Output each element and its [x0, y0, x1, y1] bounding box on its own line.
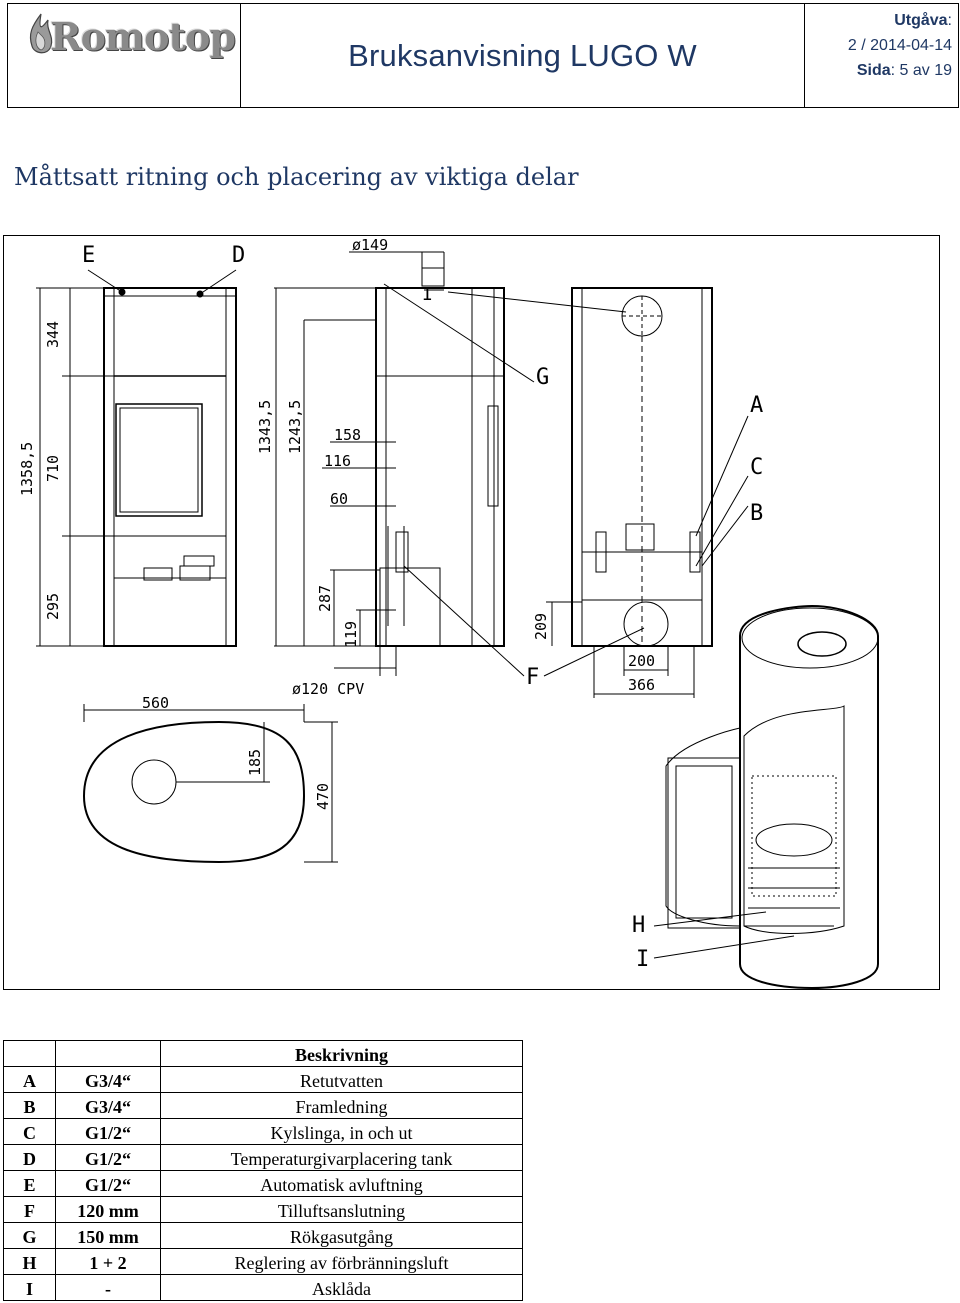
dim-116: 116 [324, 452, 351, 470]
row-size: G3/4“ [55, 1066, 161, 1093]
parts-table: Beskrivning A G3/4“ Retutvatten B G3/4“ … [3, 1040, 523, 1301]
label-H: H [632, 913, 645, 938]
edition-value: 2 / 2014-04-14 [847, 37, 952, 54]
top-view: 560 185 470 [82, 694, 338, 864]
row-id: C [3, 1118, 56, 1145]
perspective-view: H I [632, 604, 879, 990]
dim-366: 366 [628, 676, 655, 694]
dim-1343: 1343,5 [256, 400, 274, 454]
row-description: Temperaturgivarplacering tank [160, 1144, 523, 1171]
flame-logo-icon [29, 13, 53, 54]
table-row: D G1/2“ Temperaturgivarplacering tank [3, 1144, 523, 1171]
edition-row: Utgåva: [894, 12, 952, 29]
dim-295: 295 [44, 593, 62, 620]
page-header: Romotop Bruksanvisning LUGO W Utgåva: 2 … [7, 3, 959, 108]
table-row: B G3/4“ Framledning [3, 1092, 523, 1119]
dim-dia149: ø149 [352, 236, 388, 254]
row-description: Kylslinga, in och ut [160, 1118, 523, 1145]
dim-1243: 1243,5 [286, 400, 304, 454]
row-id: A [3, 1066, 56, 1093]
dim-710: 710 [44, 455, 62, 482]
row-description: Framledning [160, 1092, 523, 1119]
row-size: G1/2“ [55, 1118, 161, 1145]
front-view: E D 344 1358,5 710 295 [18, 243, 245, 647]
row-size: G1/2“ [55, 1144, 161, 1171]
page-row: Sida: 5 av 19 [856, 62, 952, 79]
dim-470: 470 [314, 783, 332, 810]
dim-560: 560 [142, 694, 169, 712]
stove-dimension-drawing: E D 344 1358,5 710 295 [18, 236, 879, 990]
dim-287: 287 [316, 585, 334, 612]
dim-158: 158 [334, 426, 361, 444]
dim-200: 200 [628, 652, 655, 670]
row-description: Retutvatten [160, 1066, 523, 1093]
row-size: 1 + 2 [55, 1248, 161, 1275]
row-id: G [3, 1222, 56, 1249]
row-id: I [3, 1274, 56, 1301]
row-description: Automatisk avluftning [160, 1170, 523, 1197]
row-size: G3/4“ [55, 1092, 161, 1119]
dim-209: 209 [532, 613, 550, 640]
page-value: 5 av 19 [899, 62, 952, 79]
table-row: F 120 mm Tilluftsanslutning [3, 1196, 523, 1223]
back-view: G A C B F 209 200 366 [383, 283, 763, 698]
dim-119: 119 [342, 621, 360, 648]
row-id: H [3, 1248, 56, 1275]
page-label: Sida [856, 62, 891, 79]
row-id: E [3, 1170, 56, 1197]
row-description: Asklåda [160, 1274, 523, 1301]
label-I-top: I [422, 284, 433, 305]
row-size: 150 mm [55, 1222, 161, 1249]
document-info: Utgåva: 2 / 2014-04-14 Sida: 5 av 19 [805, 4, 958, 107]
row-size: - [55, 1274, 161, 1301]
label-C: C [750, 455, 763, 480]
header-empty-1 [3, 1040, 56, 1067]
table-row: G 150 mm Rökgasutgång [3, 1222, 523, 1249]
row-size: 120 mm [55, 1196, 161, 1223]
label-B: B [750, 501, 763, 526]
header-description: Beskrivning [160, 1040, 523, 1067]
dim-1358: 1358,5 [18, 442, 36, 496]
document-title: Bruksanvisning LUGO W [348, 37, 697, 73]
row-size: G1/2“ [55, 1170, 161, 1197]
table-row: H 1 + 2 Reglering av förbränningsluft [3, 1248, 523, 1275]
side-view: ø149 I 1343,5 1243,5 158 116 60 287 [256, 236, 505, 698]
row-description: Tilluftsanslutning [160, 1196, 523, 1223]
header-empty-2 [55, 1040, 161, 1067]
label-F: F [526, 665, 539, 690]
section-title: Måttsatt ritning och placering av viktig… [14, 163, 579, 191]
dim-120cpv: ø120 CPV [292, 680, 364, 698]
table-row: C G1/2“ Kylslinga, in och ut [3, 1118, 523, 1145]
technical-drawing: E D 344 1358,5 710 295 [3, 235, 940, 990]
label-G: G [536, 365, 549, 390]
dim-185: 185 [246, 749, 264, 776]
row-id: D [3, 1144, 56, 1171]
row-description: Rökgasutgång [160, 1222, 523, 1249]
table-row: I - Asklåda [3, 1274, 523, 1301]
dim-60: 60 [330, 490, 348, 508]
label-A: A [750, 393, 763, 418]
logo-cell: Romotop [8, 4, 241, 107]
label-E: E [82, 243, 95, 268]
row-id: F [3, 1196, 56, 1223]
row-id: B [3, 1092, 56, 1119]
row-description: Reglering av förbränningsluft [160, 1248, 523, 1275]
table-header-row: Beskrivning [3, 1040, 523, 1067]
edition-label: Utgåva [894, 12, 948, 29]
table-row: A G3/4“ Retutvatten [3, 1066, 523, 1093]
logo-wordmark: Romotop [50, 14, 236, 59]
label-I-bottom: I [636, 947, 649, 972]
table-row: E G1/2“ Automatisk avluftning [3, 1170, 523, 1197]
dim-344: 344 [44, 321, 62, 348]
label-D: D [232, 243, 245, 268]
document-title-cell: Bruksanvisning LUGO W [241, 4, 805, 107]
